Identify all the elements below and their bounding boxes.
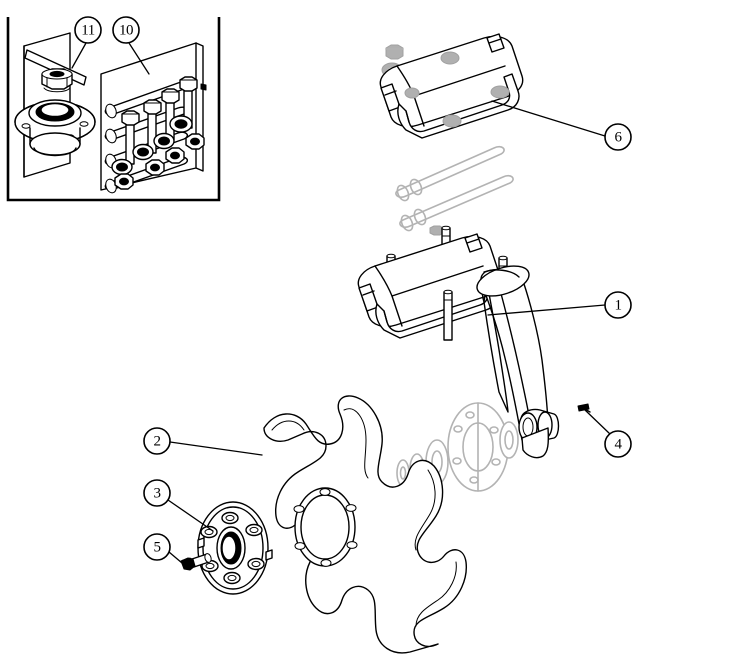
callout-circle: [143, 427, 171, 455]
retaining-pin: [577, 403, 591, 413]
flange-bolt-boss: [200, 525, 218, 539]
leader-4: [584, 409, 611, 435]
callout-circle: [604, 291, 632, 319]
callout-label: 10: [119, 23, 133, 39]
flex-plate-bolt-hole: [293, 488, 358, 567]
callout-label: 1: [615, 298, 622, 314]
leader-3: [167, 499, 214, 532]
panel-nut: [153, 132, 175, 150]
callout-6[interactable]: 6: [604, 123, 632, 151]
callout-10[interactable]: 10: [112, 16, 140, 44]
callout-label: 5: [154, 540, 161, 556]
callout-circle: [604, 430, 632, 458]
detail-inset: [6, 17, 221, 202]
callout-5[interactable]: 5: [143, 533, 171, 561]
panel-nut: [111, 158, 133, 176]
callout-label: 3: [154, 486, 161, 502]
flange-bolt-boss: [223, 571, 241, 585]
hub-flange: [197, 501, 273, 595]
ghost-tube: [395, 145, 505, 202]
ghost-tubes: [395, 145, 514, 236]
ghost-tube: [399, 174, 514, 232]
callout-11[interactable]: 11: [74, 16, 102, 44]
panel-hex-nut: [114, 173, 134, 190]
callout-circle: [112, 16, 140, 44]
callout-circle: [74, 16, 102, 44]
flange-bolt-boss: [221, 511, 239, 525]
leader-11: [71, 42, 87, 69]
hex-bolt: [180, 553, 212, 571]
detail-inset-hub-plate: [14, 32, 96, 178]
callout-4[interactable]: 4: [604, 430, 632, 458]
leader-10: [128, 42, 150, 75]
flex-plate: [263, 395, 467, 654]
flange-bolt-boss: [245, 523, 263, 537]
callout-1[interactable]: 1: [604, 291, 632, 319]
panel-nut: [132, 143, 154, 161]
callout-circle: [143, 533, 171, 561]
callout-label: 2: [154, 434, 161, 450]
flange-bolt-boss: [247, 557, 265, 571]
panel-bolt: [121, 110, 140, 165]
callout-label: 11: [81, 23, 94, 39]
callout-3[interactable]: 3: [143, 479, 171, 507]
panel-bolt: [161, 88, 180, 141]
callout-label: 4: [615, 437, 623, 453]
callout-circle: [604, 123, 632, 151]
leader-5: [168, 551, 183, 564]
bracket-stud: [443, 289, 453, 341]
upper-mount-bracket: [379, 33, 524, 139]
callout-label: 6: [615, 130, 623, 146]
callout-layer: 11 10 6 1 4 2: [71, 16, 632, 564]
detail-inset-bolt-panel: [100, 42, 207, 194]
leader-1: [487, 304, 606, 316]
callout-2[interactable]: 2: [143, 427, 171, 455]
panel-hex-nut: [145, 159, 165, 176]
panel-hex-nut: [165, 147, 185, 164]
pedal-support-arm: [476, 265, 560, 459]
panel-hex-nut: [185, 133, 205, 150]
callout-circle: [143, 479, 171, 507]
panel-bolt: [179, 76, 198, 129]
leader-2: [169, 441, 263, 456]
leader-6: [491, 100, 606, 137]
panel-bolt: [143, 99, 162, 154]
panel-nut: [169, 115, 193, 133]
